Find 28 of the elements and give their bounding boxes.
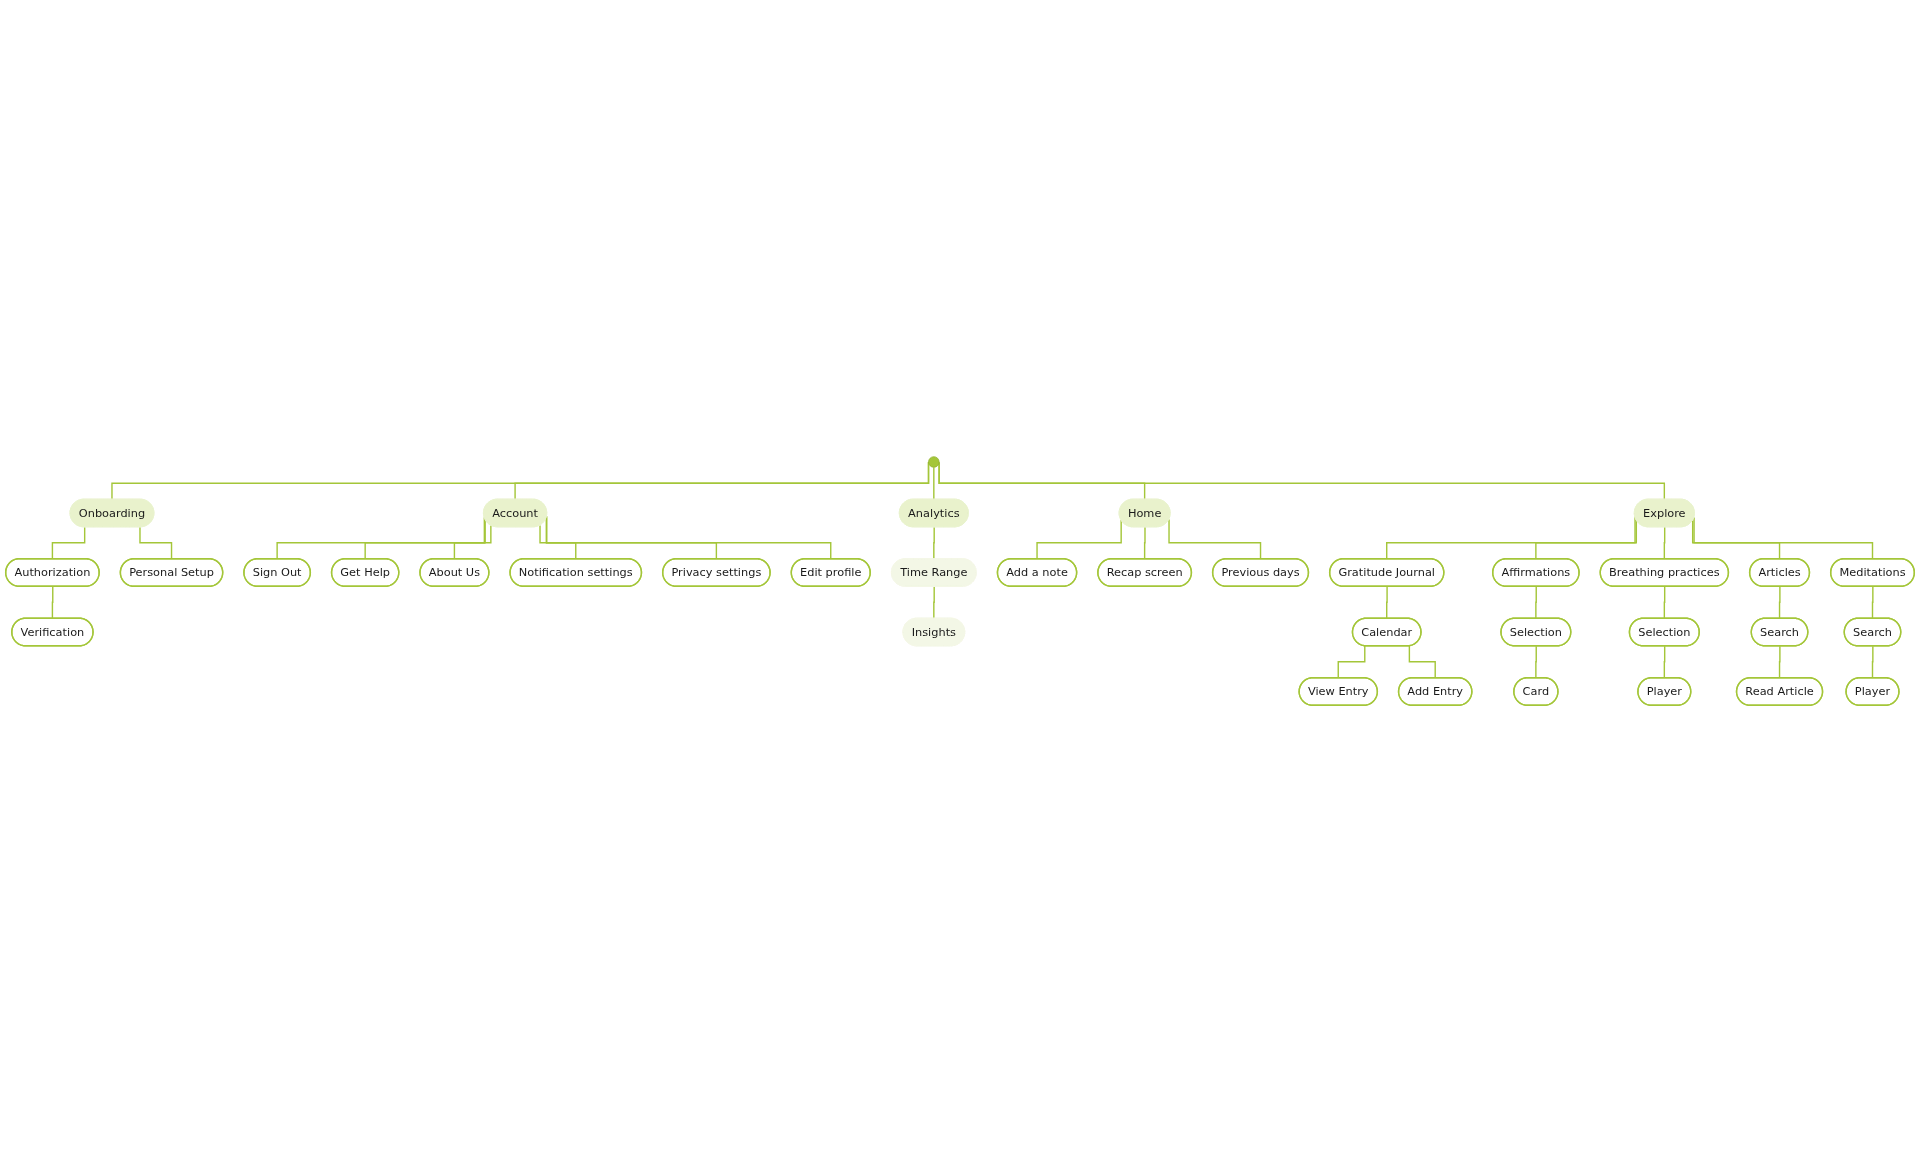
connector [539, 524, 577, 560]
connector [1691, 519, 1781, 560]
connector [933, 526, 935, 560]
connector [1386, 585, 1388, 620]
connector [1535, 585, 1537, 620]
connector [938, 461, 1666, 501]
connector [546, 515, 832, 560]
connector [1663, 645, 1666, 679]
connector [1778, 585, 1781, 620]
connector [1036, 519, 1122, 560]
connector [51, 526, 86, 560]
connector [1871, 585, 1874, 620]
connector [1535, 519, 1638, 560]
connector [1663, 526, 1666, 560]
connector [1778, 645, 1781, 679]
connector [933, 585, 935, 620]
connector [1337, 645, 1366, 679]
connector [1408, 645, 1437, 679]
connector [1535, 645, 1537, 679]
connector [51, 585, 54, 620]
connector [139, 526, 173, 560]
node-circle [928, 456, 940, 468]
connector [1663, 585, 1666, 620]
connector [453, 524, 492, 560]
connector [933, 466, 935, 501]
connector [1168, 518, 1262, 560]
connector [1871, 645, 1874, 679]
connector [1143, 526, 1146, 560]
